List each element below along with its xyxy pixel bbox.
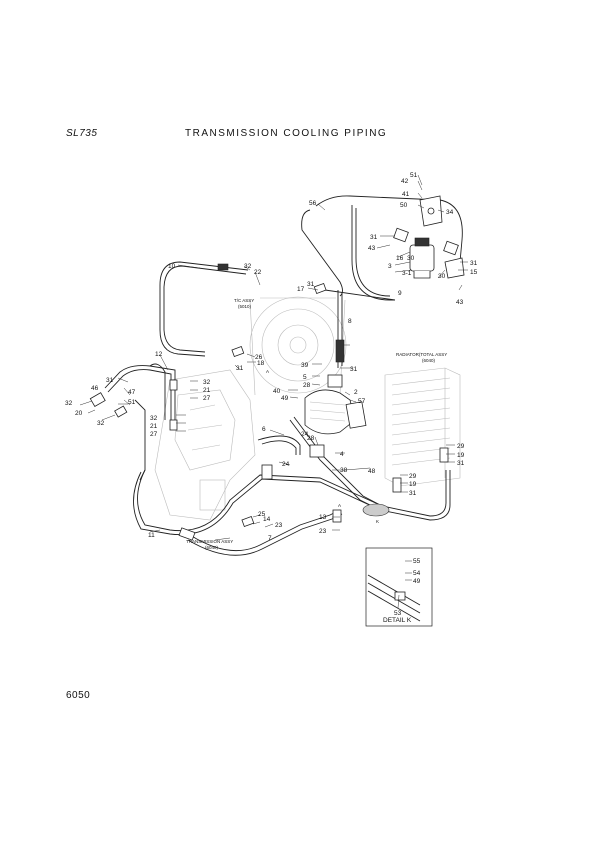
cooling-pump [304,374,367,435]
callout: 20 [75,410,83,417]
marker-k: K [376,519,379,524]
callout-54: 54 [413,570,421,577]
tc-assy-ref: (5010) [238,304,252,309]
callout: 6 [262,426,266,433]
callout: 31 [350,366,358,373]
callout: 25 [258,511,266,518]
callout: 5 [303,374,307,381]
callout: 21 [203,387,211,394]
callout: 28 [307,435,315,442]
transmission-ref: (6040) [205,545,219,550]
filter-bracket [419,195,443,227]
callout: 31 [457,460,465,467]
callout: 19 [457,452,465,459]
callout: 23 [275,522,283,529]
callout: 31 [470,260,478,267]
callout: 3-1 [402,270,412,277]
callout: 10 [168,263,176,270]
radiator-ref: (6040) [422,358,436,363]
callout: 38 [340,467,348,474]
callout: 26 [255,354,263,361]
marker-a-bottom: A [338,503,341,508]
callout: 51 [128,399,136,406]
callout: 48 [368,468,376,475]
fitting-group [89,227,459,601]
transmission-outline [154,369,256,521]
pipe-runs [104,195,463,622]
callout: 46 [91,385,99,392]
callout: 31 [370,234,378,241]
oil-filter [409,237,435,279]
callout: 17 [297,286,305,293]
callout: 31 [236,365,244,372]
callout: 43 [368,245,376,252]
leader-lines [79,174,468,609]
page-title: TRANSMISSION COOLING PIPING [185,128,388,139]
callout: 32 [203,379,211,386]
callout: 24 [282,461,290,468]
callout: 31 [307,281,315,288]
callout: 51 [410,172,418,179]
torque-converter-outline [249,296,347,396]
callout: 19 [409,481,417,488]
callout: 57 [358,398,366,405]
callout: 32 [150,415,158,422]
callout: 31 [106,377,114,384]
marker-a-top: A [266,369,269,374]
callout: 13 [319,514,327,521]
callout: 18 [257,360,265,367]
callout: 14 [263,516,271,523]
radiator-label: RADIATOR(TOTAL ASSY [396,352,447,357]
callout: 22 [254,269,262,276]
callout: 40 [273,388,281,395]
callout: 11 [148,532,155,539]
callout-55: 55 [413,558,421,565]
callout: 29 [457,443,465,450]
callout: 16 [396,255,404,262]
model-code: SL735 [66,128,98,139]
detail-k-title: DETAIL K [383,617,412,624]
callout: 15 [470,269,478,276]
callout: 27 [203,395,211,402]
callout: 24 [301,431,309,438]
callout: 29 [409,473,417,480]
bracket-15 [444,257,465,279]
callout: 4 [340,451,344,458]
callout: 8 [348,318,352,325]
callout: 41 [402,191,410,198]
callout: 39 [301,362,309,369]
callout: 21 [150,423,158,430]
callout: 3 [388,263,392,270]
detail-k-frame [362,503,433,627]
callout: 43 [456,299,464,306]
page-number: 6050 [66,690,91,701]
callout: 2 [354,389,358,396]
transmission-label: TRANSMISSION ASSY [186,539,233,544]
callout-53: 53 [394,610,402,617]
callout: 30 [438,273,446,280]
callout: 34 [446,209,454,216]
callout: 56 [309,200,317,207]
callouts: 51 42 41 50 34 56 31 16 43 30 3 3-1 30 3… [65,172,478,542]
callout: 7 [268,535,272,542]
callout: 31 [409,490,417,497]
assembly-labels: T/C ASSY (5010) RADIATOR(TOTAL ASSY (604… [186,298,447,624]
tc-assy-label: T/C ASSY [234,298,254,303]
callout-49: 49 [413,578,421,585]
callout: 9 [398,290,402,297]
callout: 50 [400,202,408,209]
radiator-outline [384,367,461,487]
callout: 23 [319,528,327,535]
callout: 12 [155,351,163,358]
callout: 27 [150,431,158,438]
callout: 32 [244,263,252,270]
callout: 49 [281,395,289,402]
callout: 28 [303,382,311,389]
callout: 32 [65,400,73,407]
callout: 32 [97,420,105,427]
callout: 42 [401,178,409,185]
callout: 47 [128,389,136,396]
callout: 30 [407,255,415,262]
